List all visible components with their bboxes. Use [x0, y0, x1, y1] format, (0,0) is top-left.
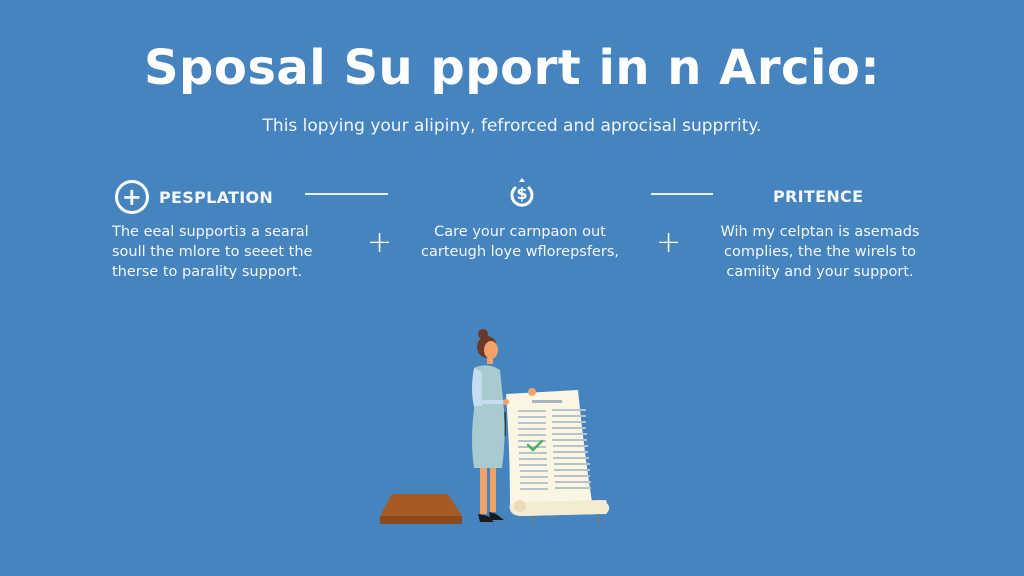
- page-subtitle: This lopying your alipiny, fefrorced and…: [262, 116, 762, 136]
- page-title: Sposal Su pport in n Arcio:: [143, 40, 881, 96]
- plus-separator-2: +: [656, 225, 682, 260]
- column-1-description: The eeal supportiз a searal soull the ml…: [112, 222, 322, 282]
- column-3-heading: PRITENCE: [773, 187, 864, 206]
- woman-figure-icon: [472, 329, 536, 522]
- divider-line-2: [651, 193, 713, 195]
- column-1-line: soull the mlore to seeet the: [112, 244, 313, 260]
- column-2-line: Care your carnpaon out: [434, 224, 606, 240]
- svg-text:$: $: [516, 184, 527, 203]
- column-1-heading: PESPLATION: [159, 187, 274, 207]
- column-1-line: The eeal supportiз a searal: [112, 224, 309, 240]
- divider-line-1: [305, 193, 388, 195]
- plus-separator-1: +: [367, 225, 393, 260]
- column-3-line: Wih my celptan is asemads: [720, 224, 920, 240]
- column-1-header: + PESPLATION: [115, 180, 273, 214]
- column-3-description: Wih my celptan is asemads complies, the …: [715, 222, 925, 282]
- plus-circle-icon: +: [115, 180, 149, 214]
- document-icon: [506, 390, 610, 526]
- wooden-box-icon: [380, 494, 462, 524]
- column-3-header: PRITENCE: [773, 180, 863, 214]
- column-3-line: camiity and your support.: [726, 264, 914, 280]
- column-2-line: carteugh loye wflorepsfers,: [421, 244, 619, 260]
- woman-presenting-document-illustration: [370, 320, 630, 530]
- column-1-line: therse to parality support.: [112, 264, 303, 280]
- column-3-line: complies, the the wirels to: [724, 244, 916, 260]
- dollar-cycle-icon: $: [506, 176, 538, 210]
- column-2-description: Care your carnpaon out carteugh loye wfl…: [420, 222, 620, 262]
